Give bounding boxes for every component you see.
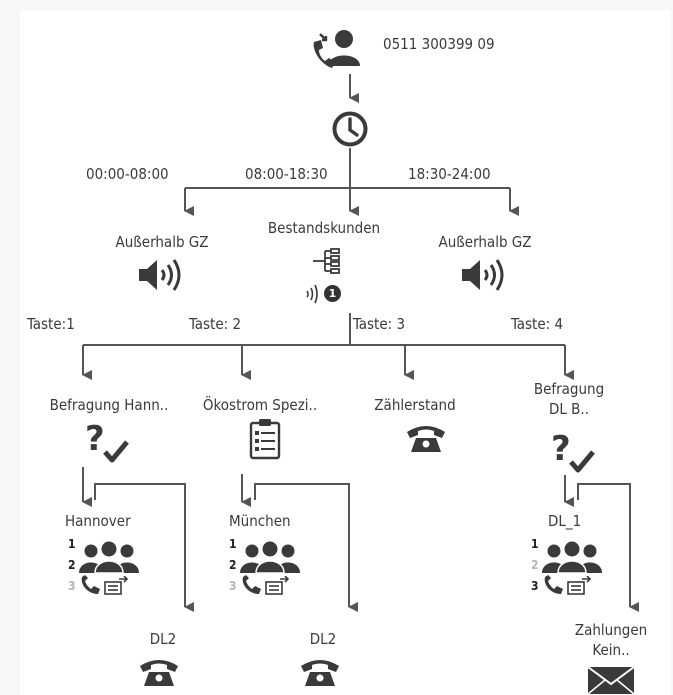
telephone-icon[interactable]: [405, 420, 447, 454]
telephone-icon[interactable]: [299, 654, 341, 688]
phone-handset-icon: [544, 575, 563, 594]
survey-icon[interactable]: ?: [549, 430, 597, 474]
group-dl1-label: DL_1: [548, 512, 582, 530]
form-list-icon[interactable]: [249, 418, 281, 460]
group-step-1: 1: [531, 537, 539, 551]
group-dl1-target-line2: Kein..: [592, 641, 630, 659]
users-group-icon[interactable]: [79, 541, 139, 575]
group-step-1: 1: [68, 537, 76, 551]
announcement-left-label: Außerhalb GZ: [115, 233, 209, 251]
group-step-3: 3: [68, 579, 76, 593]
start-phone-number: 0511 300399 09: [383, 35, 495, 53]
queue-forward-icon: [104, 576, 129, 595]
connector-g1-overflow: [94, 483, 194, 612]
group-muenchen-label: München: [229, 512, 291, 530]
key-label-2: Taste: 2: [189, 315, 242, 333]
announcement-right-label: Außerhalb GZ: [438, 233, 532, 251]
time-range-right: 18:30-24:00: [408, 165, 491, 183]
incoming-call-person-icon: [313, 30, 360, 68]
connector-g2-overflow: [254, 483, 358, 612]
queue-forward-icon: [265, 576, 290, 595]
connector-g3-overflow: [577, 483, 639, 612]
group-step-2: 2: [229, 558, 237, 572]
speaker-icon[interactable]: [137, 258, 187, 292]
group-dl1-target-line1: Zahlungen: [574, 621, 648, 639]
group-muenchen-target-label: DL2: [309, 630, 337, 648]
phone-handset-icon: [81, 575, 100, 594]
queue-forward-icon: [567, 576, 592, 595]
time-range-middle: 08:00-18:30: [245, 165, 328, 183]
phone-handset-icon: [242, 575, 261, 594]
users-group-icon[interactable]: [240, 541, 300, 575]
zaehlerstand-label: Zählerstand: [374, 396, 456, 414]
svg-text:?: ?: [551, 430, 571, 469]
group-step-3: 3: [531, 579, 539, 593]
group-hannover-label: Hannover: [65, 512, 131, 530]
group-step-2: 2: [68, 558, 76, 572]
menu-badge: 1: [324, 285, 341, 302]
survey-hannover-label: Befragung Hann..: [49, 396, 169, 414]
survey-dl-label-line2: DL B..: [548, 400, 590, 418]
ivr-menu-icon[interactable]: [311, 247, 341, 275]
time-range-left: 00:00-08:00: [86, 165, 169, 183]
users-group-icon[interactable]: [542, 541, 602, 575]
survey-icon[interactable]: ?: [83, 420, 131, 464]
group-step-1: 1: [229, 537, 237, 551]
oekostrom-label: Ökostrom Spezi..: [202, 396, 318, 414]
group-step-2: 2: [531, 558, 539, 572]
envelope-icon[interactable]: [587, 666, 635, 694]
group-step-3: 3: [229, 579, 237, 593]
telephone-icon[interactable]: [138, 654, 180, 688]
survey-dl-label-line1: Befragung: [533, 380, 605, 398]
key-label-1: Taste:1: [27, 315, 75, 333]
svg-text:?: ?: [85, 420, 105, 459]
key-label-3: Taste: 3: [353, 315, 406, 333]
speaker-icon[interactable]: [460, 258, 510, 292]
sound-wave-icon: [306, 284, 318, 304]
group-hannover-target-label: DL2: [149, 630, 177, 648]
clock-icon[interactable]: [330, 109, 370, 149]
key-label-4: Taste: 4: [511, 315, 564, 333]
ivr-menu-label: Bestandskunden: [267, 219, 381, 237]
